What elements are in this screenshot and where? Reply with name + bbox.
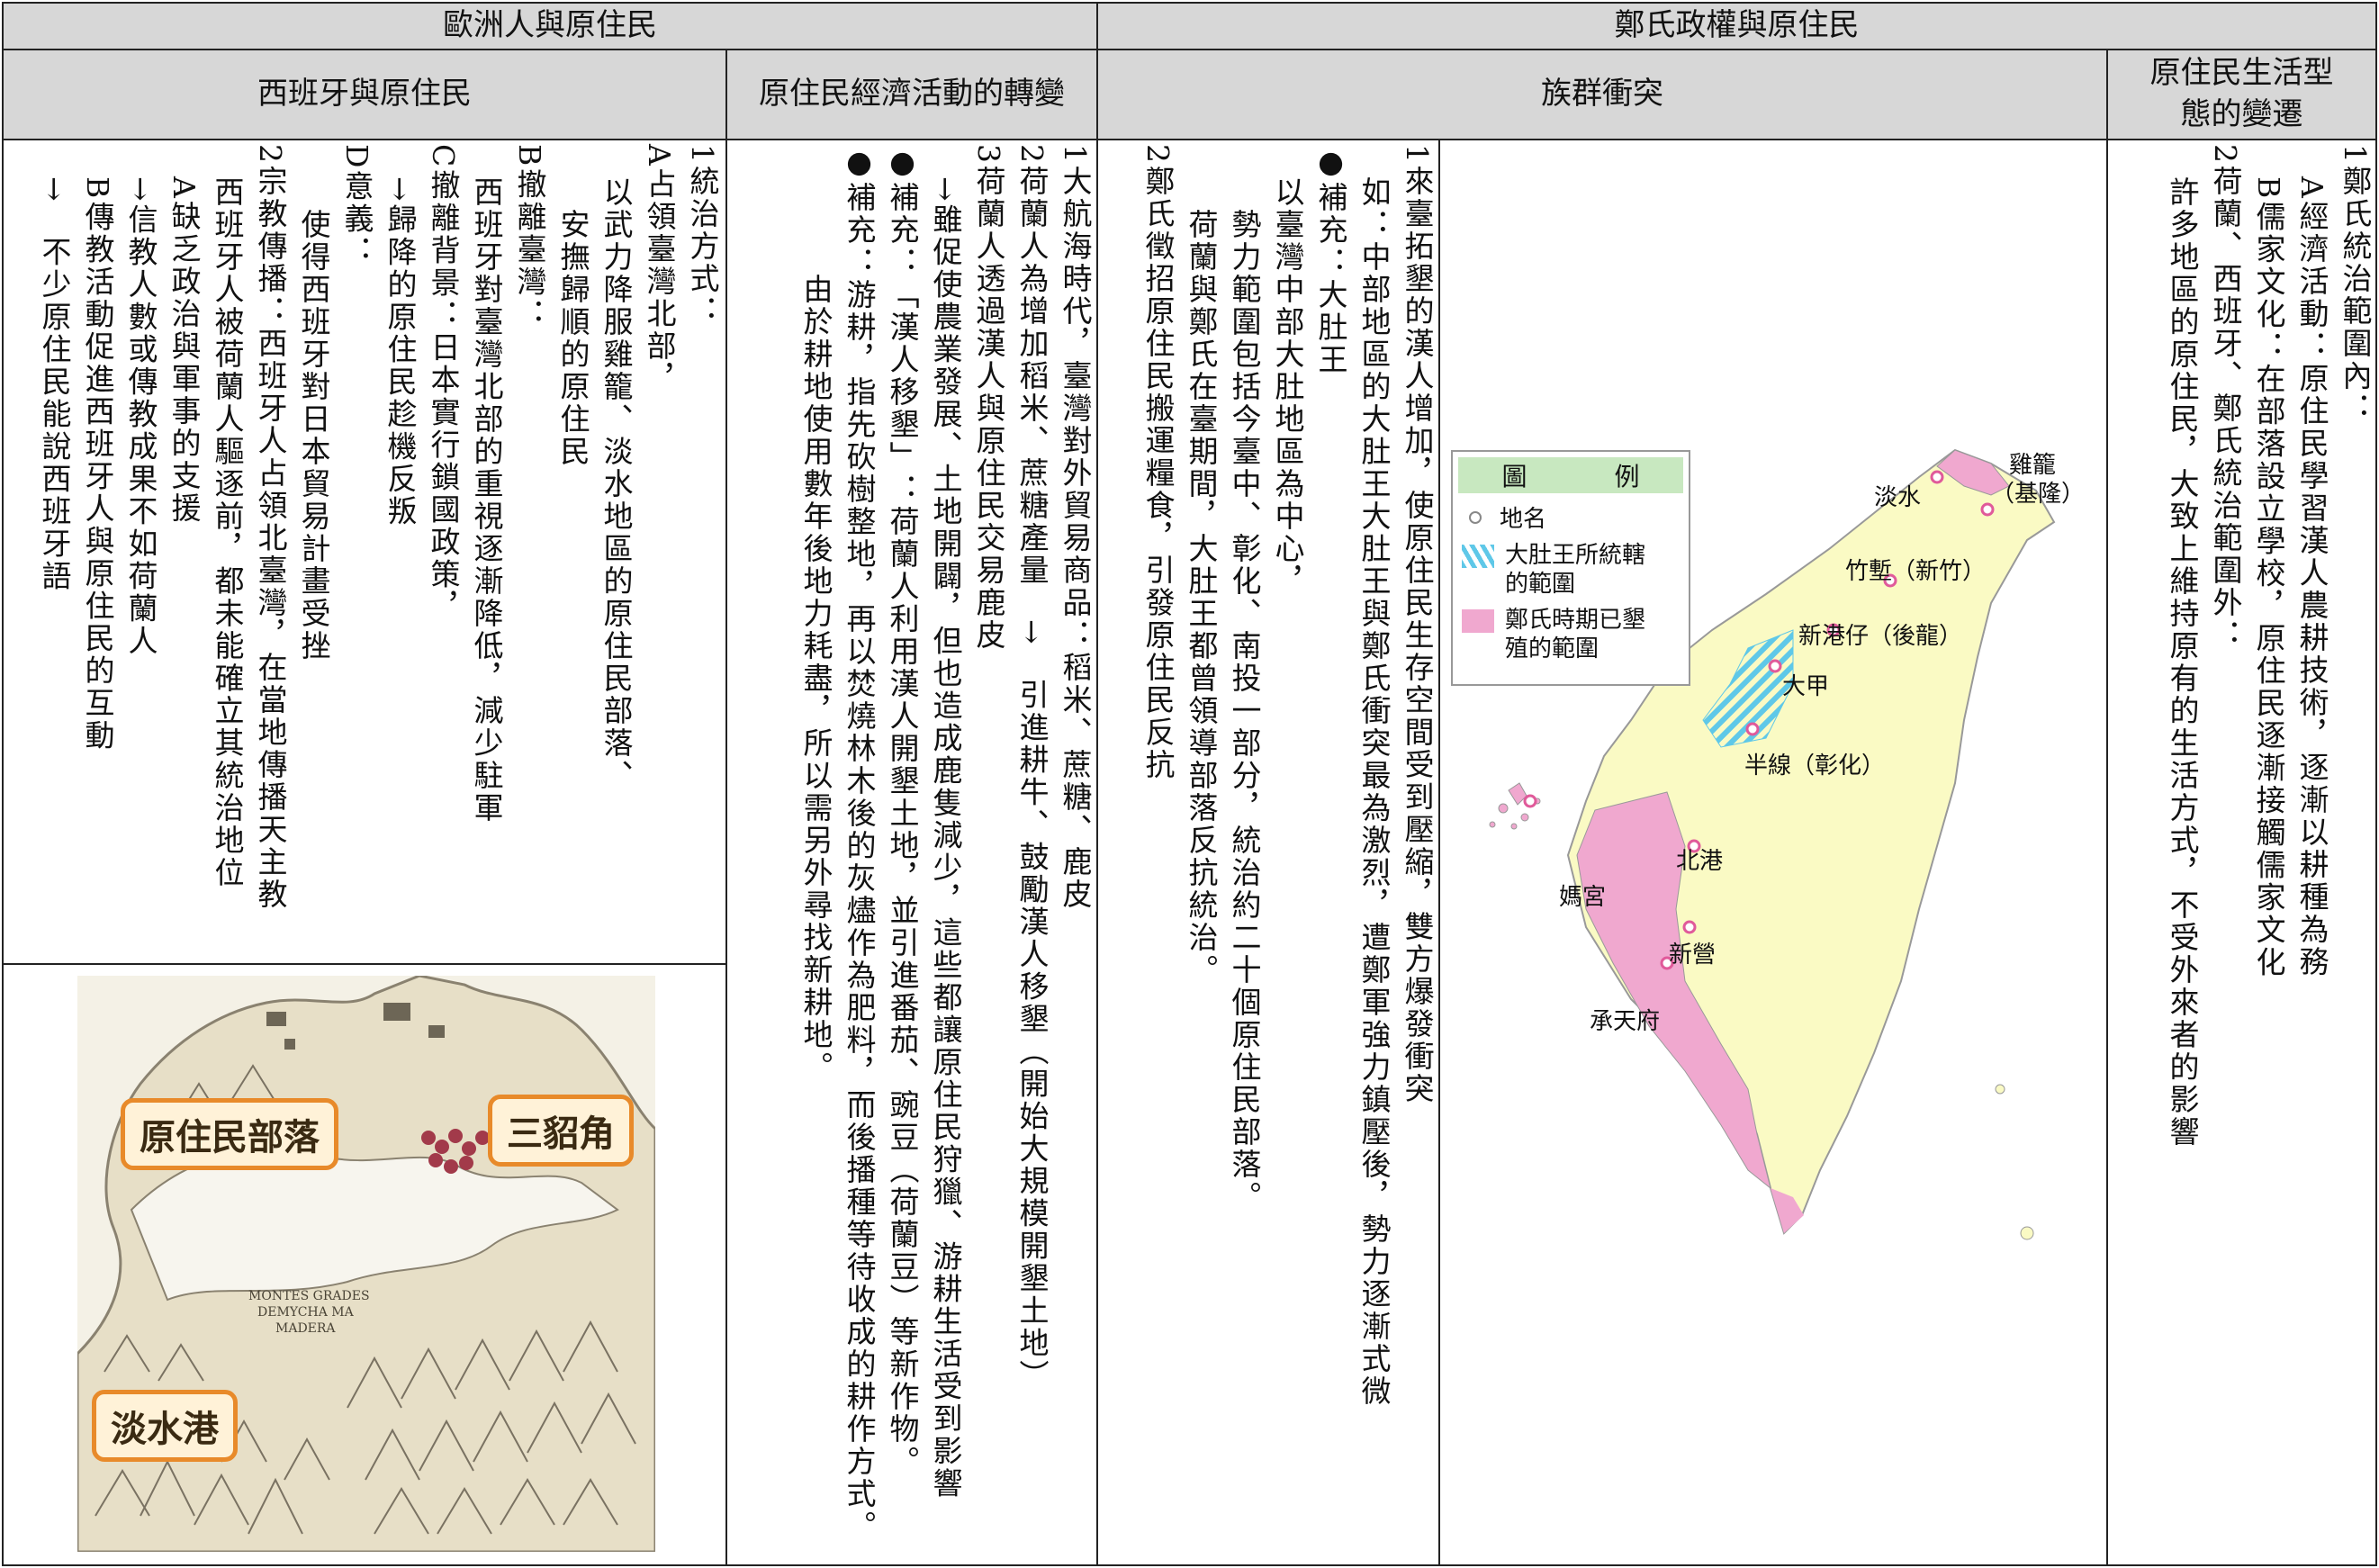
header-zheng-text: 鄭氏政權與原住民 [1614, 7, 1860, 44]
economy-column: ●補充：「漢人移墾」：荷蘭人利用漢人開墾土地，並引進番茄、豌豆（荷蘭豆）等新作物… [885, 144, 920, 1478]
header-economy-text: 原住民經濟活動的轉變 [759, 76, 1065, 113]
life-text-block: 1鄭氏統治範圍內： A經濟活動：原住民學習漢人農耕技術，逐漸以耕種為務 B儒家文… [2113, 144, 2373, 1562]
conflict-column: 勢力範圍包括今臺中、彰化、南投一部分，統治約二十個原住民部落。 [1227, 144, 1262, 1213]
life-column: B儒家文化：在部落設立學校，原住民逐漸接觸儒家文化 [2251, 144, 2286, 979]
header-europeans-text: 歐洲人與原住民 [443, 7, 657, 44]
old-map: MONTES GRADES DEMYCHA MA MADERA 原住民部落 三貂… [77, 976, 655, 1552]
pink-swatch-icon [1462, 609, 1494, 633]
spain-column: B傳教活動促進西班牙人與原住民的互動 [80, 144, 115, 752]
label-dajia: 大甲 [1782, 673, 1830, 700]
legend-dadu-line-1: 大肚王所統轄 [1505, 542, 1646, 569]
conflict-text-cell [1096, 139, 1440, 1566]
callout-port: 淡水港 [92, 1390, 238, 1462]
legend-dadu-line-2: 的範圍 [1505, 571, 1576, 598]
spain-column: → 不少原住民能說西班牙語 [37, 144, 72, 593]
label-zhuqian: 竹塹（新竹） [1845, 558, 1987, 585]
conflict-column: 如：中部地區的大肚王大肚王與鄭氏衝突最為激烈，遭鄭軍強力鎮壓後，勢力逐漸式微 [1356, 144, 1392, 1408]
economy-column: 2荷蘭人為增加稻米、蔗糖產量 → 引進耕牛、鼓勵漢人移墾（開始大規模開墾土地） [1014, 144, 1050, 1392]
old-map-drawing: MONTES GRADES DEMYCHA MA MADERA [77, 976, 655, 1552]
label-danshui: 淡水 [1874, 484, 1922, 511]
legend-dadu-text: 大肚王所統轄的範圍 [1505, 541, 1645, 599]
header-life: 原住民生活型態的變遷 [2106, 49, 2377, 140]
label-beigang: 北港 [1676, 848, 1724, 875]
header-conflict-text: 族群衝突 [1541, 76, 1663, 113]
spain-column: 安撫歸順的原住民 [555, 144, 590, 468]
legend-zheng-line-1: 鄭氏時期已墾 [1505, 607, 1646, 634]
taiwan-map: 圖 例 地名 大肚王所統轄的範圍 鄭氏時期已墾殖的範圍 雞籠 （基隆） 淡水 竹… [1451, 423, 2099, 1548]
header-spain-text: 西班牙與原住民 [257, 76, 472, 113]
spain-column: 2宗教傳播：西班牙人占領北臺灣，在當地傳播天主教 [253, 144, 288, 911]
label-jilong-2-text: （基隆） [1991, 481, 2086, 508]
conflict-column: 1來臺拓墾的漢人增加，使原住民生存空間受到壓縮，雙方爆發衝突 [1400, 144, 1435, 1105]
economy-column: 1大航海時代，臺灣對外貿易商品：稻米、蔗糖、鹿皮 [1058, 144, 1093, 911]
hatch-swatch-icon [1462, 545, 1494, 568]
legend-title: 圖 例 [1458, 457, 1683, 493]
label-xingang: 新港仔（後龍） [1798, 623, 1963, 650]
taiwan-map-drawing [1489, 448, 2056, 1240]
economy-column: →雖促使農業發展、土地開闢，但也造成鹿隻減少，這些都讓原住民狩獵、游耕生活受到影… [928, 144, 963, 1500]
label-chengtian: 承天府 [1590, 1008, 1661, 1035]
life-column: A經濟活動：原住民學習漢人農耕技術，逐漸以耕種為務 [2294, 144, 2329, 978]
life-column: 1鄭氏統治範圍內： [2338, 144, 2373, 425]
label-jilong-1: 雞籠 [2009, 452, 2057, 479]
place-marker-icon [1469, 510, 1482, 524]
economy-cell [725, 139, 1098, 1566]
conflict-column: ●補充：大肚王 [1313, 144, 1348, 376]
header-life-text: 原住民生活型態的變遷 [2149, 55, 2334, 132]
map-legend: 圖 例 地名 大肚王所統轄的範圍 鄭氏時期已墾殖的範圍 [1451, 450, 1690, 686]
spain-column: D意義： [339, 144, 374, 268]
header-economy: 原住民經濟活動的轉變 [725, 49, 1098, 140]
legend-row-zheng: 鄭氏時期已墾殖的範圍 [1462, 606, 1680, 663]
life-column: 2荷蘭、西班牙、鄭氏統治範圍外： [2208, 144, 2243, 652]
life-column: 許多地區的原住民，大致上維持原有的生活方式，不受外來者的影響 [2165, 144, 2200, 1149]
conflict-column: 荷蘭與鄭氏在臺期間，大肚王都曾領導部落反抗統治。 [1184, 144, 1219, 987]
spain-column: A占領臺灣北部， [642, 144, 677, 395]
label-jilong: 雞籠 [2009, 446, 2056, 480]
spain-column: 西班牙人被荷蘭人驅逐前，都未能確立其統治地位 [210, 144, 245, 889]
old-map-latin-1: MONTES GRADES [248, 1289, 370, 1303]
spain-text-block: 1統治方式：A占領臺灣北部， 以武力降服雞籠、淡水地區的原住民部落、 安撫歸順的… [9, 144, 720, 959]
life-cell [2106, 139, 2377, 1566]
legend-row-place: 地名 [1462, 500, 1680, 534]
conflict-text-block: 1來臺拓墾的漢人增加，使原住民生存空間受到壓縮，雙方爆發衝突 如：中部地區的大肚… [1104, 144, 1435, 1562]
header-europeans: 歐洲人與原住民 [2, 2, 1098, 50]
spain-column: A缺乏政治與軍事的支援 [167, 144, 202, 525]
legend-zheng-line-2: 殖的範圍 [1505, 635, 1600, 662]
legend-title-2: 例 [1614, 462, 1640, 491]
header-conflict: 族群衝突 [1096, 49, 2108, 140]
spain-column: 西班牙對臺灣北部的重視逐漸降低，減少駐軍 [469, 144, 504, 825]
legend-row-dadu: 大肚王所統轄的範圍 [1462, 541, 1680, 599]
old-map-latin-2: DEMYCHA MA [257, 1305, 355, 1320]
spain-column: 以武力降服雞籠、淡水地區的原住民部落、 [599, 144, 634, 792]
spain-column: B撤離臺灣： [512, 144, 547, 331]
spain-text-cell [2, 139, 727, 965]
label-magong: 媽宮 [1559, 884, 1607, 911]
economy-column: ●補充：游耕，指先砍樹整地，再以焚燒林木後的灰燼作為肥料，而後播種等待收成的耕作… [842, 144, 877, 1543]
economy-column: 3荷蘭人透過漢人與原住民交易鹿皮 [971, 144, 1006, 652]
legend-zheng-text: 鄭氏時期已墾殖的範圍 [1505, 606, 1645, 663]
header-zheng: 鄭氏政權與原住民 [1096, 2, 2377, 50]
label-jilong-2: （基隆） [1991, 475, 2085, 509]
conflict-column: 以臺灣中部大肚地區為中心， [1270, 144, 1305, 598]
spain-column: 使得西班牙對日本貿易計畫受挫 [296, 144, 331, 662]
spain-column: 1統治方式： [685, 144, 720, 328]
legend-title-1: 圖 [1501, 462, 1527, 491]
legend-place-text: 地名 [1500, 506, 1547, 533]
spain-column: →歸降的原住民趁機反叛 [383, 144, 418, 528]
label-banxian: 半線（彰化） [1744, 752, 1886, 779]
spain-column: C撤離背景：日本實行鎖國政策， [426, 144, 461, 624]
conflict-column: 2鄭氏徵招原住民搬運糧食，引發原住民反抗 [1140, 144, 1176, 781]
label-xinying: 新營 [1669, 942, 1717, 969]
header-spain: 西班牙與原住民 [2, 49, 727, 140]
spain-column: →信教人數或傳教成果不如荷蘭人 [123, 144, 158, 658]
old-map-latin-3: MADERA [275, 1321, 336, 1336]
callout-tribe: 原住民部落 [121, 1098, 338, 1170]
callout-cape: 三貂角 [488, 1095, 634, 1167]
economy-column: 由於耕地使用數年後地力耗盡，所以需另外尋找新耕地。 [798, 144, 834, 1084]
